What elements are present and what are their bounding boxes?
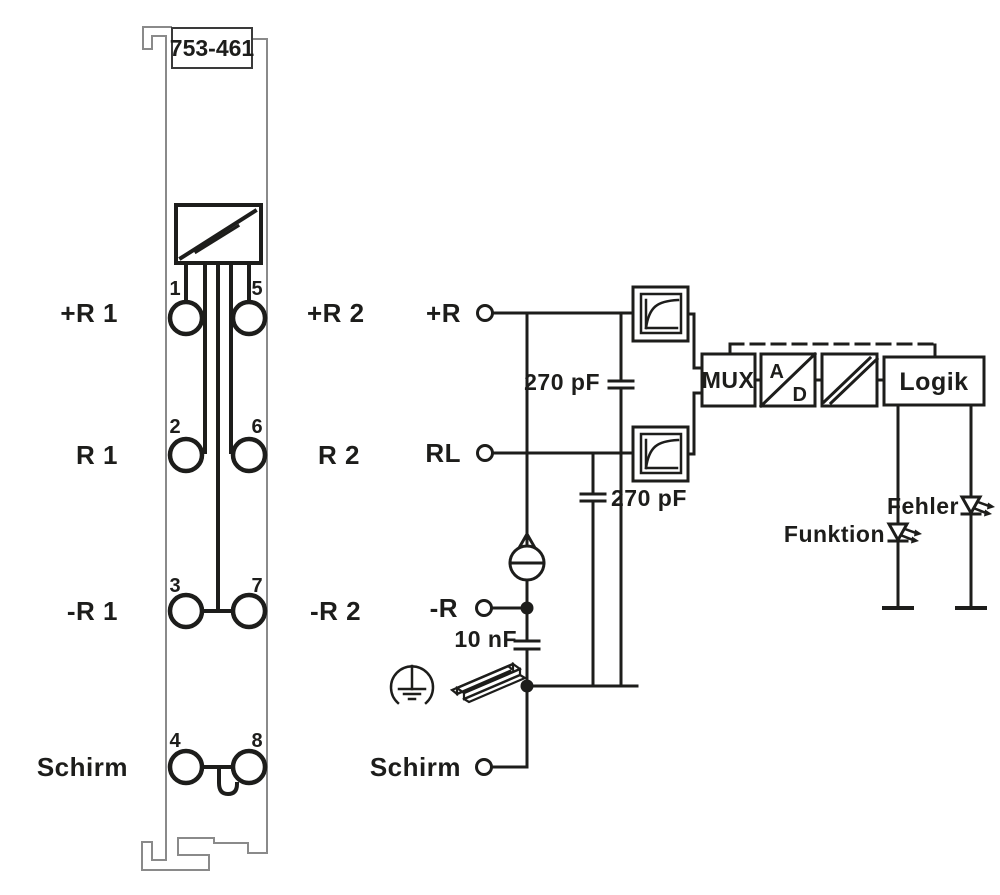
logik-label: Logik xyxy=(899,368,968,396)
terminal-number-2: 2 xyxy=(169,416,180,438)
terminal-2-circle xyxy=(167,436,205,474)
control-dashed-line xyxy=(728,342,937,359)
plus-r-terminal xyxy=(476,304,494,322)
ad-converter-block: A D xyxy=(758,351,818,409)
module-terminals xyxy=(167,299,268,786)
schirm-terminal xyxy=(475,758,493,776)
capacitor-270pF-1-label: 270 pF xyxy=(524,369,600,395)
label-minus-r1: -R 1 xyxy=(67,596,118,626)
schematic-label-plus-r: +R xyxy=(426,298,461,328)
functional-earth-icon xyxy=(389,664,435,705)
din-rail-icon xyxy=(449,661,528,704)
fehler-label: Fehler xyxy=(887,493,959,519)
schematic-label-rl: RL xyxy=(425,438,461,468)
filter2-to-mux-wire xyxy=(686,391,704,456)
terminal-number-7: 7 xyxy=(251,575,262,597)
terminal-4-circle xyxy=(167,748,205,786)
schematic-label-schirm: Schirm xyxy=(370,752,461,782)
funktion-label: Funktion xyxy=(784,521,885,547)
ad-label-d: D xyxy=(793,384,808,406)
filter1-to-mux-wire xyxy=(686,312,704,370)
terminal-number-4: 4 xyxy=(169,730,181,752)
label-plus-r1: +R 1 xyxy=(60,298,118,328)
schematic: +R RL -R Schirm xyxy=(370,285,995,782)
terminal-number-5: 5 xyxy=(251,278,262,300)
capacitor-10nF-label: 10 nF xyxy=(454,626,517,652)
module-outline xyxy=(141,26,268,871)
terminal-number-3: 3 xyxy=(169,575,180,597)
capacitor-10nF-icon xyxy=(513,639,541,651)
terminal-number-8: 8 xyxy=(251,730,262,752)
part-number: 753-461 xyxy=(170,35,255,61)
terminal-number-1: 1 xyxy=(169,278,180,300)
funktion-led-icon xyxy=(886,522,922,544)
mux-label: MUX xyxy=(702,367,755,393)
schematic-wires xyxy=(490,311,639,769)
terminal-numbers: 1 5 2 6 3 7 4 8 xyxy=(169,278,262,752)
mux-block: MUX xyxy=(700,352,757,408)
capacitor-270pF-1-icon xyxy=(607,379,635,390)
terminal-5-circle xyxy=(230,299,268,337)
module-internal-wires xyxy=(184,261,251,797)
filter-block-1-icon xyxy=(631,285,690,343)
capacitor-270pF-2-icon xyxy=(579,492,607,503)
label-r2: R 2 xyxy=(318,440,360,470)
terminal-number-6: 6 xyxy=(251,416,262,438)
shield-hook-icon xyxy=(217,765,240,797)
label-r1: R 1 xyxy=(76,440,118,470)
capacitor-270pF-2-label: 270 pF xyxy=(611,485,687,511)
label-schirm-module: Schirm xyxy=(37,752,128,782)
ad-label-a: A xyxy=(770,361,785,383)
terminal-6-circle xyxy=(230,436,268,474)
junction-dot-ground xyxy=(520,679,534,693)
schematic-label-minus-r: -R xyxy=(430,593,458,623)
module-753-461: 753-461 xyxy=(37,26,365,871)
isolation-amplifier-icon xyxy=(174,203,263,265)
logik-block: Logik xyxy=(882,355,986,407)
terminal-8-circle xyxy=(230,748,268,786)
terminal-1-circle xyxy=(167,299,205,337)
filter-block-2-icon xyxy=(631,425,690,483)
junction-dot-minus-r xyxy=(520,601,534,615)
terminal-labels: +R 1 R 1 -R 1 Schirm +R 2 R 2 -R 2 xyxy=(37,298,365,782)
terminal-7-circle xyxy=(230,592,268,630)
fehler-led-icon xyxy=(959,495,995,517)
current-source-icon xyxy=(508,530,546,582)
minus-r-terminal xyxy=(475,599,493,617)
label-minus-r2: -R 2 xyxy=(310,596,361,626)
isolation-block-icon xyxy=(820,352,880,408)
part-number-box xyxy=(171,27,253,69)
rl-terminal xyxy=(476,444,494,462)
terminal-3-circle xyxy=(167,592,205,630)
label-plus-r2: +R 2 xyxy=(307,298,365,328)
